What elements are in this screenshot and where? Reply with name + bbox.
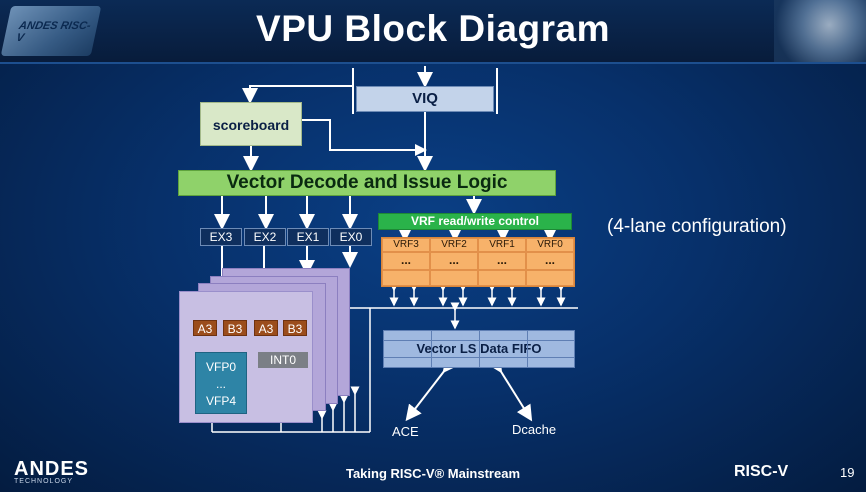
vfp-top-label: VFP0	[205, 360, 236, 374]
int0-block: INT0	[258, 352, 308, 368]
ex3-block: EX3	[200, 228, 242, 246]
ex1-block: EX1	[287, 228, 329, 246]
vrf-bank-cell	[430, 270, 478, 286]
fifo-divider	[431, 331, 432, 367]
decode-issue-block: Vector Decode and Issue Logic	[178, 170, 556, 196]
ls-fifo-label: Vector LS Data FIFO	[416, 341, 542, 356]
lane-port-a3: A3	[193, 320, 217, 336]
vrf-bank-cell	[526, 270, 574, 286]
vrf-bank-ellipsis: ...	[430, 252, 478, 270]
fifo-divider	[527, 331, 528, 367]
vrf-bank-ellipsis: ...	[382, 252, 430, 270]
vrf-bank-label: VRF3	[382, 238, 430, 252]
lane-port-b3: B3	[223, 320, 247, 336]
lane-port-b3-int: B3	[283, 320, 307, 336]
fifo-divider	[384, 357, 574, 358]
riscv-logo: RISC-V	[734, 463, 789, 480]
page-number: 19	[840, 465, 855, 480]
vfp-mid-label: ...	[215, 377, 226, 391]
title-bar: ANDES RISC-V VPU Block Diagram	[0, 0, 866, 64]
vrf-bank-ellipsis: ...	[478, 252, 526, 270]
lane-port-a3-int: A3	[254, 320, 278, 336]
vrf-control-block: VRF read/write control	[378, 213, 572, 230]
face-decoration-image	[774, 0, 866, 62]
scoreboard-block: scoreboard	[200, 102, 302, 146]
slide-title: VPU Block Diagram	[256, 8, 610, 49]
lane-configuration-note: (4-lane configuration)	[607, 216, 787, 237]
vfp-bottom-label: VFP4	[205, 394, 236, 408]
vrf-bank-grid: VRF3 VRF2 VRF1 VRF0 ... ... ... ...	[381, 237, 575, 287]
ex2-block: EX2	[244, 228, 286, 246]
ace-port-label: ACE	[392, 424, 419, 439]
andes-logo: ANDES	[14, 458, 90, 480]
dcache-port-label: Dcache	[512, 422, 557, 437]
fifo-divider	[479, 331, 480, 367]
slide-footer-tagline: Taking RISC-V® Mainstream	[345, 466, 521, 481]
fifo-divider	[384, 340, 574, 341]
ex0-block: EX0	[330, 228, 372, 246]
vfp-block: VFP0 ... VFP4	[195, 352, 247, 414]
andes-logo-subtitle: TECHNOLOGY	[14, 478, 74, 485]
viq-bracket	[352, 68, 498, 114]
viq-block: VIQ	[356, 86, 494, 112]
vrf-bank-cell	[382, 270, 430, 286]
vrf-bank-label: VRF1	[478, 238, 526, 252]
vrf-bank-label: VRF0	[526, 238, 574, 252]
vrf-bank-label: VRF2	[430, 238, 478, 252]
vrf-bank-cell	[478, 270, 526, 286]
vrf-bank-ellipsis: ...	[526, 252, 574, 270]
